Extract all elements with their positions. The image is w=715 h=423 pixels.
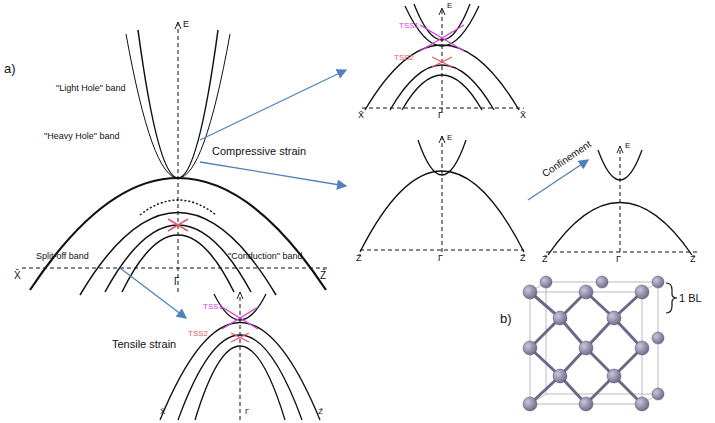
k-point: Γ [245, 408, 249, 417]
k-point: Z̄ [542, 255, 548, 265]
panel-letter: a) [4, 62, 16, 76]
k-point: Z̄ [520, 254, 526, 264]
axis-label: E [447, 2, 452, 11]
tensile-bands [160, 292, 320, 420]
axis-label: E [183, 20, 189, 30]
state-label: TSS2 [188, 330, 208, 339]
k-point: Γ [174, 276, 180, 287]
compressive-bands-2 [360, 136, 524, 252]
process-label: Compressive strain [212, 145, 306, 157]
k-point: X̄ [520, 111, 526, 121]
k-point: X̄ [160, 408, 165, 417]
crystal-structure [523, 276, 677, 411]
k-point: Z̄ [320, 270, 326, 281]
k-point: Γ [438, 111, 443, 121]
k-point: Γ [438, 254, 443, 264]
k-point: X̄ [14, 270, 21, 281]
panel-letter: b) [500, 312, 512, 326]
layer-label: 1 BL [679, 292, 702, 304]
k-point: Z̄ [356, 254, 362, 264]
state-label: TSS1 [203, 303, 223, 312]
band-label: Split-off band [36, 252, 89, 262]
state-label: TSS2 [394, 54, 414, 63]
band-label: "Heavy Hole" band [44, 132, 119, 142]
k-point: Γ [616, 255, 621, 265]
k-point: Z̄ [690, 255, 696, 265]
k-point: Z̄ [318, 408, 323, 417]
band-label: "Light Hole" band [56, 84, 125, 94]
compressive-bands [362, 4, 524, 112]
process-label: Tensile strain [112, 338, 176, 350]
axis-label: E [625, 142, 630, 151]
main-bands [22, 22, 330, 295]
state-label: TSS1 [399, 22, 419, 31]
k-point: X̄ [358, 111, 364, 121]
band-label: "Conduction" band [228, 252, 302, 262]
process-label: Confinement [540, 138, 593, 179]
axis-label: E [447, 134, 452, 143]
transition-arrows [120, 70, 588, 318]
